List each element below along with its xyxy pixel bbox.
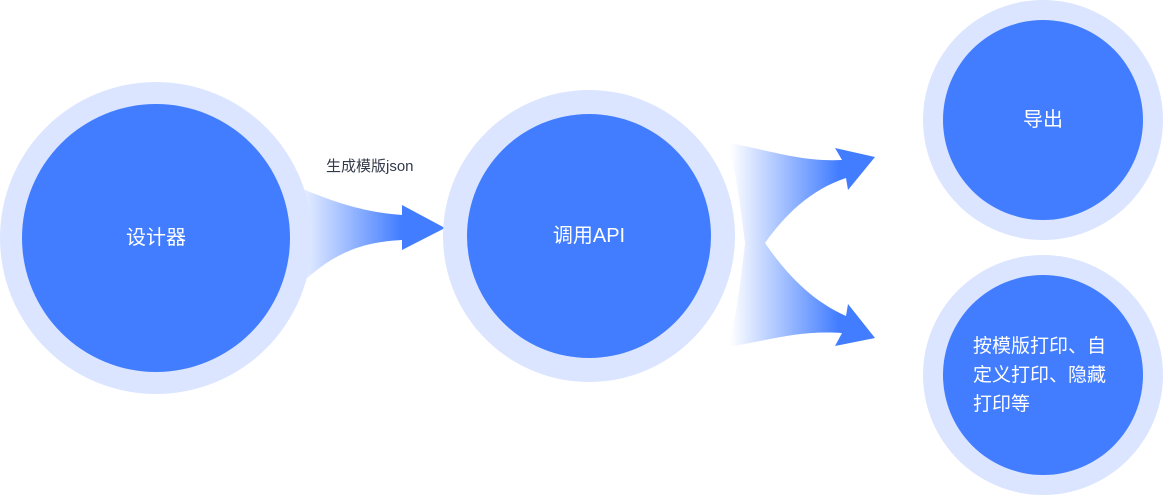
node-designer[interactable]: 设计器	[0, 82, 312, 394]
node-api[interactable]: 调用API	[443, 90, 735, 382]
node-print-label: 按模版打印、自定义打印、隐藏打印等	[973, 335, 1107, 415]
node-export-label: 导出	[1023, 109, 1063, 131]
arrow-api-to-export	[728, 143, 875, 243]
node-export[interactable]: 导出	[923, 0, 1163, 240]
node-designer-label: 设计器	[126, 227, 186, 249]
arrow-api-to-print	[728, 243, 875, 347]
node-api-label: 调用API	[552, 225, 626, 247]
node-print[interactable]: 按模版打印、自定义打印、隐藏打印等	[923, 255, 1163, 495]
arrow-designer-to-api	[300, 188, 445, 285]
edge-label-generate-json: 生成模版json	[326, 158, 414, 175]
